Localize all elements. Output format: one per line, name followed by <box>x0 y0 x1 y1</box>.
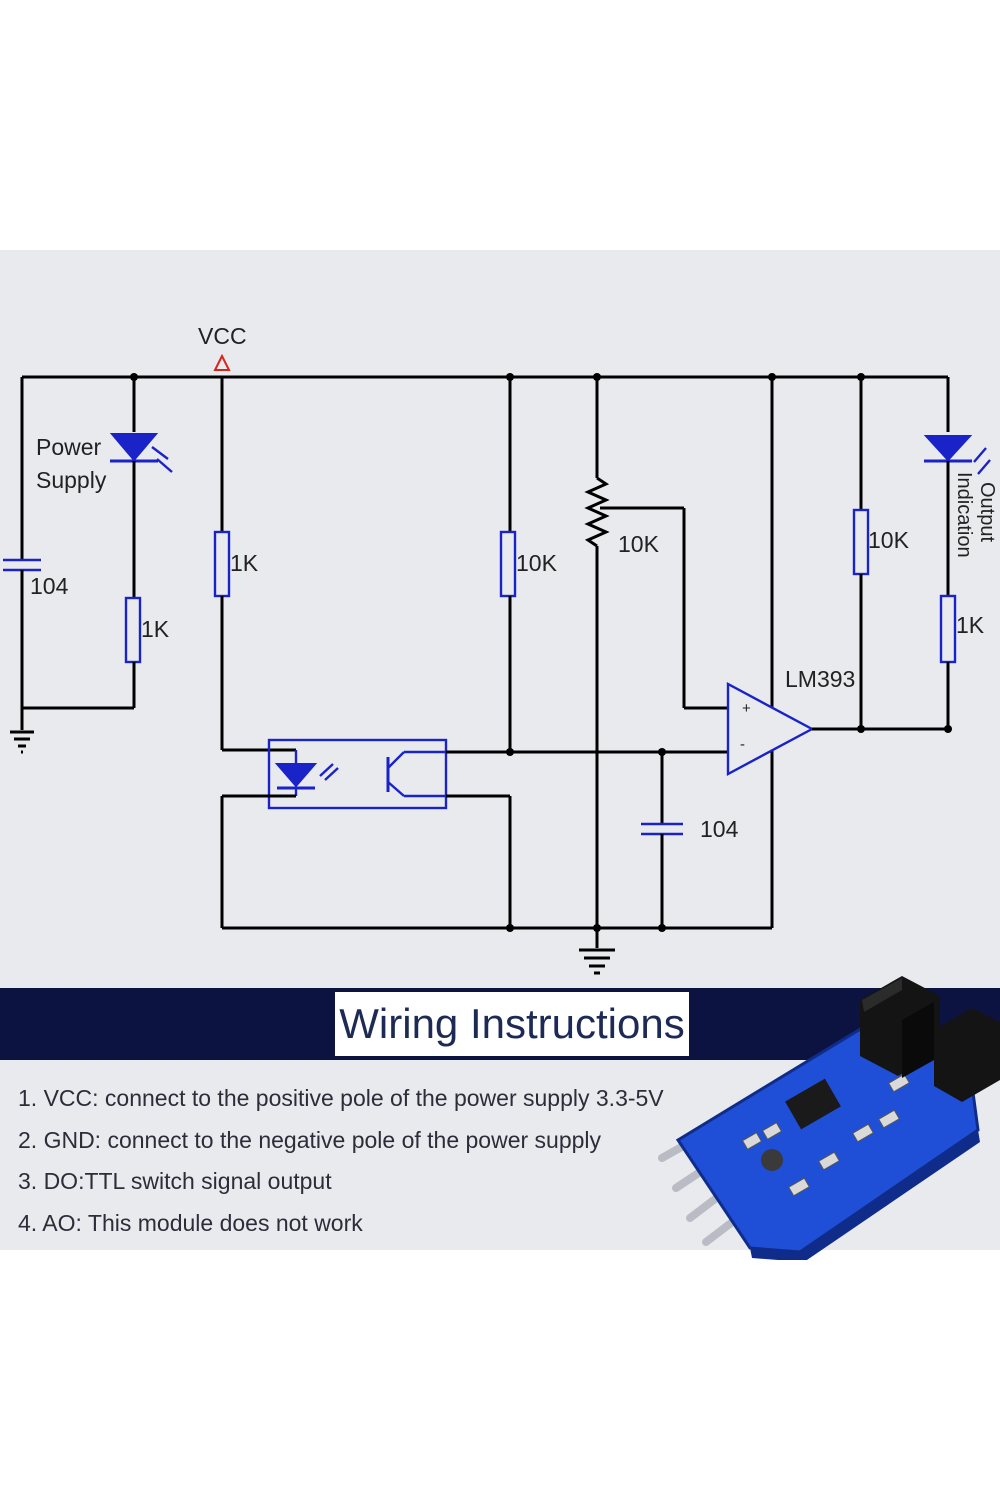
vcc-label: VCC <box>198 323 247 349</box>
instruction-item: 3. DO:TTL switch signal output <box>18 1168 332 1194</box>
mounting-hole <box>761 1149 783 1171</box>
res-vcc-label: 1K <box>230 550 259 576</box>
ground-icon <box>579 928 615 975</box>
instruction-item: 2. GND: connect to the negative pole of … <box>18 1126 602 1153</box>
junction-dots <box>130 373 952 932</box>
instruction-item: 4. AO: This module does not work <box>18 1209 363 1236</box>
resistor-10k-right <box>852 508 870 576</box>
res-power-label: 1K <box>141 616 170 642</box>
resistor-1k-vcc <box>213 530 231 598</box>
resistor-1k-output <box>939 594 957 664</box>
potentiometer-icon <box>584 476 610 548</box>
cap-left-label: 104 <box>30 573 69 599</box>
resistor-1k-power <box>124 596 142 664</box>
comparator-label: LM393 <box>785 666 855 692</box>
chip-icon <box>785 1078 841 1130</box>
sensor-module-image <box>658 976 1000 1260</box>
output-led-icon <box>923 435 991 475</box>
res-right-label: 10K <box>868 527 910 553</box>
instruction-list: 1. VCC: connect to the positive pole of … <box>18 1078 718 1244</box>
power-led-icon <box>109 433 173 473</box>
page-title: Wiring Instructions <box>339 1000 685 1047</box>
output-label-line1: Output <box>976 482 998 542</box>
title-box: Wiring Instructions <box>334 991 690 1057</box>
ground-icon <box>10 708 34 754</box>
comparator-icon <box>726 681 815 777</box>
res-output-label: 1K <box>956 612 985 638</box>
vcc-arrow-icon <box>213 353 231 371</box>
pot-label: 10K <box>618 531 660 557</box>
circuit-schematic: VCC Power Supply 104 1K 1K 10K 10K 10K 1… <box>3 323 998 975</box>
instruction-item: 1. VCC: connect to the positive pole of … <box>18 1085 664 1111</box>
resistor-10k-mid <box>499 530 517 598</box>
power-label-line2: Supply <box>36 467 107 493</box>
smd-components <box>741 1073 910 1197</box>
optocoupler-icon <box>267 738 448 810</box>
cap-104-bottom <box>641 822 683 836</box>
cap-bottom-label: 104 <box>700 816 739 842</box>
cap-104-left <box>3 377 41 708</box>
power-label-line1: Power <box>36 434 102 460</box>
plus-label: + <box>742 700 751 717</box>
res-mid-label: 10K <box>516 550 558 576</box>
slot-sensor <box>860 976 1000 1102</box>
minus-label: - <box>740 736 745 753</box>
output-label-line2: Indication <box>953 472 975 558</box>
